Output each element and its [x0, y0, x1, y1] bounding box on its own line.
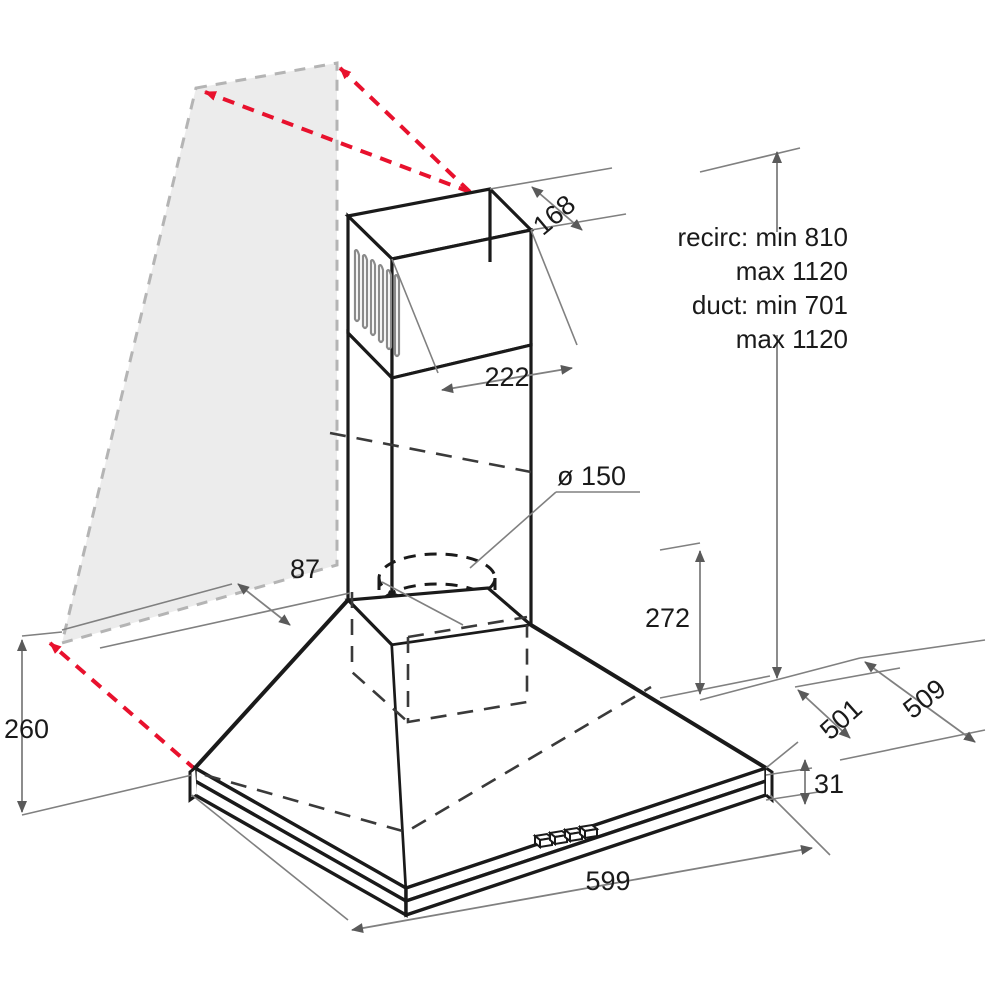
dimension-87: 87 — [61, 554, 351, 649]
dimension-label-87: 87 — [290, 554, 320, 584]
dimension-duct-diameter: ø 150 — [381, 461, 640, 626]
ext-168-a — [489, 167, 613, 190]
chimney-upper-section — [344, 187, 535, 382]
height-note-line3: duct: min 701 — [692, 290, 848, 320]
ext-509-a — [859, 639, 986, 659]
clearance-arrow-upper-right — [338, 66, 472, 194]
height-note-line4: max 1120 — [736, 324, 848, 354]
dimension-label-501: 501 — [814, 693, 868, 745]
dimension-label-168: 168 — [527, 189, 581, 241]
dimline-599 — [351, 845, 813, 933]
dimline-87 — [237, 583, 291, 626]
rim-left-corner — [188, 766, 198, 803]
control-button-4[interactable] — [577, 823, 600, 841]
dimension-599: 599 — [191, 794, 831, 933]
ext-87-b — [99, 592, 351, 649]
ext-260-b — [21, 774, 193, 816]
control-buttons[interactable] — [532, 823, 600, 850]
dimension-label-509: 509 — [897, 673, 951, 724]
ext-87-a — [61, 583, 233, 631]
ext-272-a — [659, 542, 701, 551]
ext-222-b — [530, 229, 578, 346]
ext-599-a — [191, 794, 349, 921]
ext-599-b — [769, 794, 831, 856]
canopy-right-top-edge — [529, 623, 768, 770]
clearance-arrow-lower — [48, 641, 198, 772]
clearance-arrow-upper-left — [204, 90, 471, 194]
dimension-label-d150: ø 150 — [557, 461, 626, 491]
dimline-501 — [797, 689, 851, 739]
ext-31-b — [765, 790, 826, 801]
ext-222-a — [391, 258, 439, 374]
dimension-31: 31 — [765, 759, 844, 805]
dimension-label-599: 599 — [585, 866, 630, 896]
dimension-mounting-height: recirc: min 810 max 1120 duct: min 701 m… — [678, 147, 861, 701]
hidden-canopy-plan-line — [204, 685, 652, 834]
ext-272-b — [659, 675, 771, 699]
leader-d150-a — [469, 491, 557, 569]
control-button-2[interactable] — [547, 829, 570, 847]
height-note-line1: recirc: min 810 — [678, 222, 849, 252]
dimension-label-260: 260 — [4, 714, 49, 744]
dimline-168 — [531, 186, 583, 231]
wall-plane — [59, 61, 339, 646]
ext-260-a — [21, 631, 63, 637]
dimension-260: 260 — [4, 631, 193, 816]
chimney-section-hidden-line — [329, 431, 532, 474]
dimension-509: 509 — [839, 639, 986, 761]
hidden-duct-box-top — [407, 615, 528, 639]
dimline-509 — [864, 661, 976, 743]
ext-height-top — [699, 147, 801, 173]
canopy-left-top-edge — [193, 598, 350, 770]
wall-outline-dashed — [59, 61, 339, 646]
hidden-duct-box-front — [406, 625, 529, 724]
dimension-501: 501 — [765, 667, 901, 769]
height-note-line2: max 1120 — [736, 256, 848, 286]
wall-fill — [62, 63, 337, 643]
dimension-222: 222 — [391, 229, 578, 394]
rim-right-corner — [765, 766, 774, 804]
ext-height-bottom — [699, 657, 861, 701]
hidden-internal-lines — [204, 592, 652, 834]
clearance-arrows — [48, 66, 472, 772]
chimney-lower-left-face — [346, 329, 394, 602]
dimension-label-272: 272 — [645, 603, 690, 633]
leader-d150-c — [381, 581, 464, 626]
vent-grille-slots — [353, 249, 401, 358]
dimension-label-222: 222 — [484, 362, 529, 392]
dimension-272: 272 — [645, 542, 771, 699]
dimension-label-31: 31 — [814, 769, 844, 799]
ext-501-a — [765, 741, 799, 769]
dimline-222 — [441, 364, 573, 394]
hood-canopy — [192, 586, 769, 891]
